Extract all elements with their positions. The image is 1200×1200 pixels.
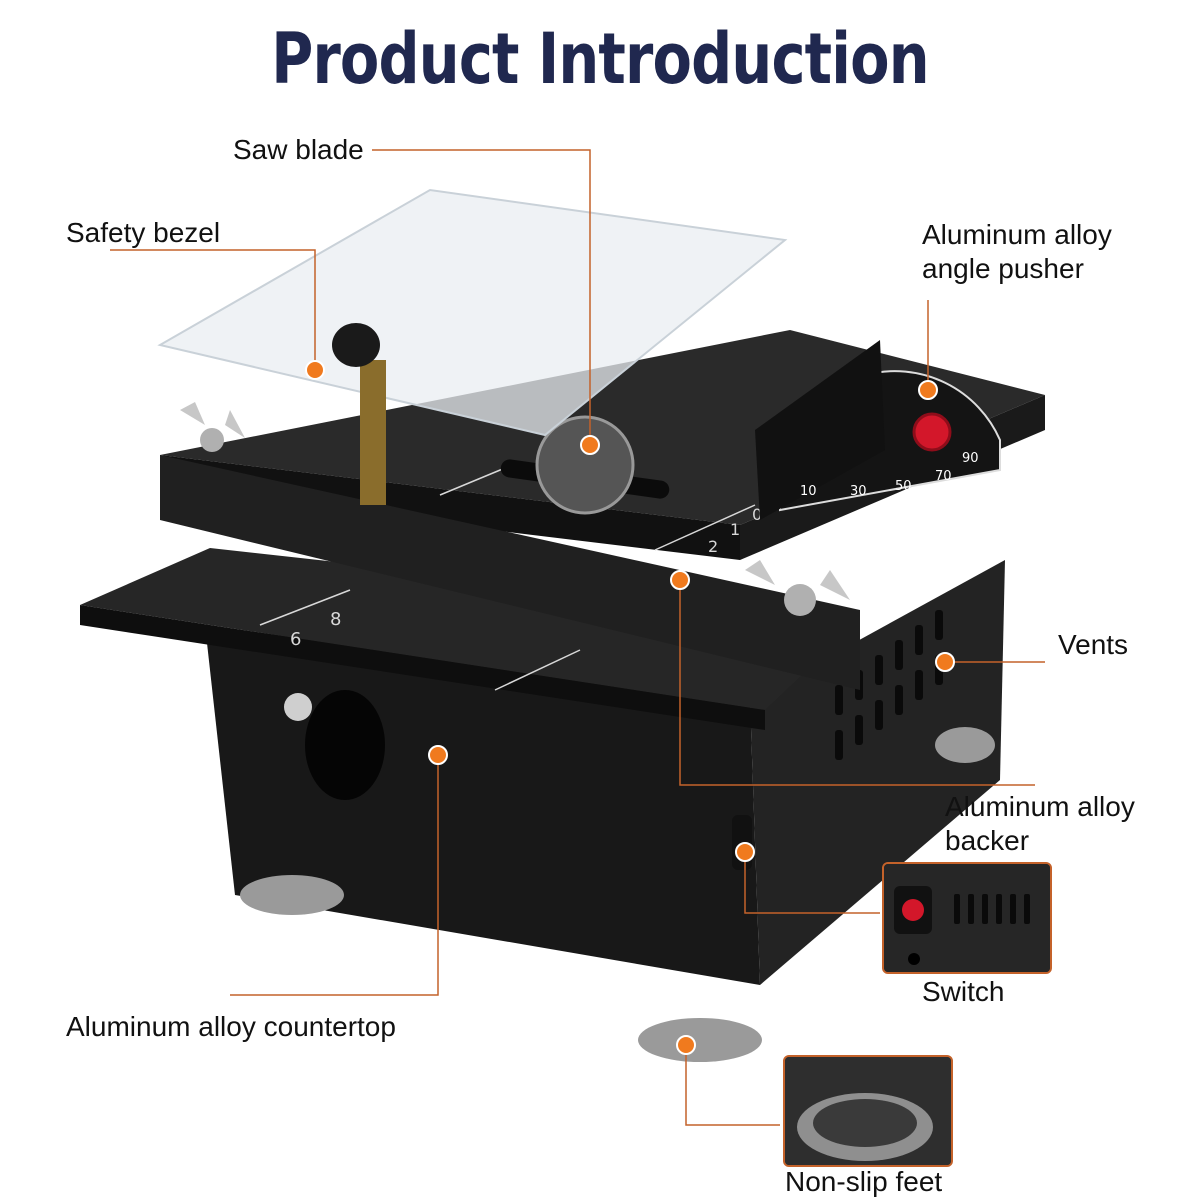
guard-post [360,360,386,505]
vent-slots [835,610,943,760]
tray-rulers [259,467,756,691]
protractor-tick-30: 30 [850,484,867,499]
marker-dots [305,360,955,1055]
wing-nut-icon [745,560,850,616]
suction-foot [638,1018,762,1062]
suction-foot [240,875,344,915]
ruler-mark-0: 0 [752,505,762,524]
saw-blade [535,415,635,515]
ruler-mark-2: 2 [708,537,718,556]
label-countertop: Aluminum alloy countertop [66,1011,396,1042]
countertop-edge [160,455,740,560]
label-backer: Aluminum alloy backer [945,791,1135,856]
label-angle-pusher: Aluminum alloy angle pusher [922,219,1112,284]
extension-tray [80,548,860,710]
angle-fence [755,340,885,520]
leader-lines [110,149,1045,1126]
protractor-tick-90: 90 [962,451,979,466]
knob-icon [912,412,952,452]
label-feet: Non-slip feet [785,1166,943,1197]
label-safety-bezel: Safety bezel [66,217,221,248]
label-switch: Switch [922,976,1005,1007]
wing-nut-icon [180,402,245,452]
backer-rail [160,455,860,690]
motor-opening [305,690,385,800]
suction-foot-icon [785,1057,951,1165]
extension-tray-edge [80,605,765,730]
suction-foot [935,727,995,763]
power-switch-icon [884,864,1050,972]
label-vents: Vents [1058,629,1129,660]
ruler-mark-8: 8 [330,609,341,630]
adjust-knob [284,693,312,721]
guard-knob [332,323,380,367]
protractor-tick-70: 70 [935,469,952,484]
protractor-tick-50: 50 [895,479,912,494]
ruler-mark-6: 6 [290,629,301,650]
protractor-tick-10: 10 [800,484,817,499]
label-saw-blade: Saw blade [233,134,364,165]
ruler-mark-1: 1 [730,520,740,539]
switch-inset [882,862,1052,974]
page-title: Product Introduction [271,18,929,100]
feet-inset [783,1055,953,1167]
